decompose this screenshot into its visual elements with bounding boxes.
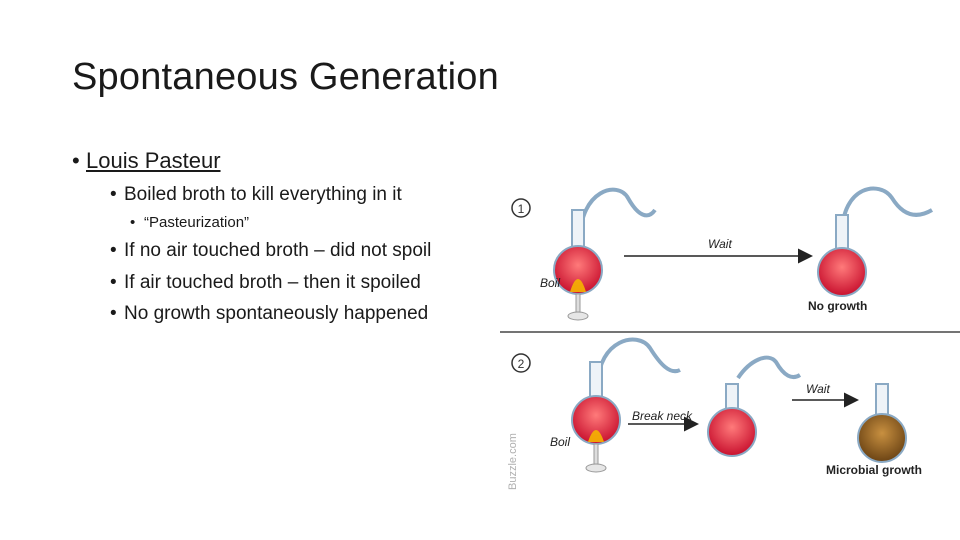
wait-label-2: Wait bbox=[806, 382, 830, 396]
bullet-air: •If air touched broth – then it spoiled bbox=[110, 272, 421, 293]
step1-marker: 1 bbox=[511, 198, 531, 218]
diagram-svg: 1 Boil Wait No growth 2 bbox=[500, 186, 960, 490]
bullet-no-growth: •No growth spontaneously happened bbox=[110, 303, 429, 324]
bullet-text: If air touched broth – then it spoiled bbox=[124, 272, 421, 293]
bullet-boiled-broth: •Boiled broth to kill everything in it bbox=[110, 184, 402, 205]
step1-number: 1 bbox=[518, 202, 525, 216]
bullet-text: No growth spontaneously happened bbox=[124, 303, 429, 324]
step2-number: 2 bbox=[518, 357, 525, 371]
flask-boiling-1 bbox=[553, 187, 657, 321]
bullet-text: “Pasteurization” bbox=[144, 214, 250, 231]
pasteur-experiment-diagram: 1 Boil Wait No growth 2 bbox=[500, 180, 960, 500]
slide-title: Spontaneous Generation bbox=[72, 56, 499, 98]
flask-sealed bbox=[817, 186, 934, 297]
flask-boiling-2 bbox=[571, 337, 681, 473]
microbial-growth-label: Microbial growth bbox=[826, 463, 922, 477]
wait-label-1: Wait bbox=[708, 237, 732, 251]
no-growth-label: No growth bbox=[808, 299, 867, 313]
bullet-louis-pasteur: •Louis Pasteur bbox=[72, 148, 221, 173]
boil-label-1: Boil bbox=[540, 276, 560, 290]
bullet-no-air: •If no air touched broth – did not spoil bbox=[110, 240, 432, 261]
flask-spoiled bbox=[857, 383, 907, 463]
break-neck-label: Break neck bbox=[632, 409, 693, 423]
bullet-text: Boiled broth to kill everything in it bbox=[124, 184, 402, 205]
boil-label-2: Boil bbox=[550, 435, 570, 449]
bullet-text: If no air touched broth – did not spoil bbox=[124, 240, 432, 261]
step2-marker: 2 bbox=[511, 353, 531, 373]
bullet-text: Louis Pasteur bbox=[86, 148, 221, 173]
watermark-text: Buzzle.com bbox=[507, 433, 519, 490]
flask-broken-neck bbox=[707, 355, 802, 457]
bullet-pasteurization: •“Pasteurization” bbox=[130, 214, 250, 231]
